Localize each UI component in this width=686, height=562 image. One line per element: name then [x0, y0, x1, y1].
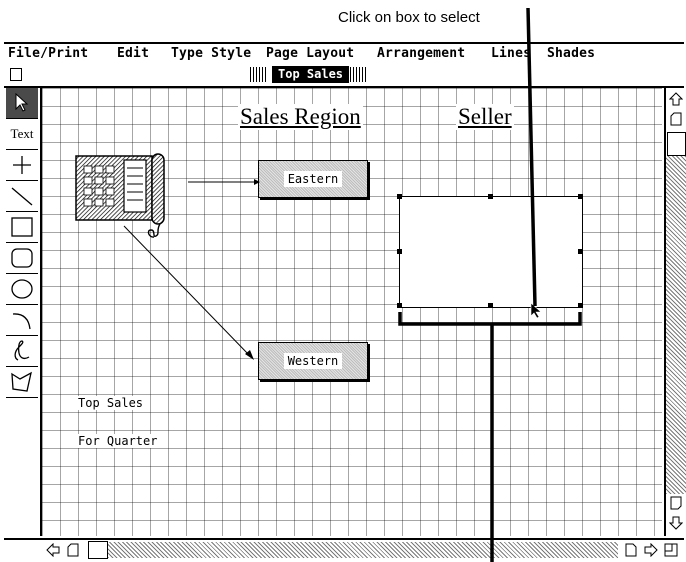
horizontal-scrollbar[interactable] — [4, 538, 684, 560]
freehand-tool[interactable] — [6, 336, 38, 367]
vertical-scroll-thumb[interactable] — [667, 132, 686, 156]
horizontal-scroll-track[interactable] — [108, 542, 618, 558]
arrow-to-western — [123, 225, 251, 357]
vertical-scrollbar[interactable] — [664, 88, 686, 536]
window-title: Top Sales — [272, 66, 350, 83]
page-icon[interactable] — [622, 541, 640, 558]
horizontal-scroll-thumb[interactable] — [88, 541, 108, 559]
connector-arrows — [123, 179, 260, 360]
menu-bar: File/Print Edit Type Style Page Layout A… — [4, 42, 684, 66]
title-bar-stripes-right — [350, 67, 366, 82]
close-box-icon[interactable] — [10, 68, 22, 81]
menu-type-style[interactable]: Type Style — [171, 46, 252, 61]
page-icon[interactable] — [64, 541, 82, 558]
page-icon[interactable] — [667, 494, 684, 512]
rounded-rectangle-icon — [11, 248, 33, 268]
text-tool-label: Text — [10, 126, 34, 141]
arc-tool[interactable] — [6, 305, 38, 336]
vertical-scroll-track[interactable] — [666, 156, 686, 494]
label-for-quarter[interactable]: For Quarter — [78, 434, 158, 448]
tool-palette: Text — [4, 88, 42, 536]
rectangle-icon — [11, 217, 33, 237]
selection-handle[interactable] — [578, 303, 583, 308]
rectangle-tool[interactable] — [6, 212, 38, 243]
page-icon[interactable] — [667, 110, 684, 128]
mouse-cursor-icon — [530, 302, 542, 319]
cross-tool[interactable] — [6, 150, 38, 181]
selection-handle[interactable] — [488, 194, 493, 199]
menu-edit[interactable]: Edit — [117, 46, 150, 61]
rounded-rectangle-tool[interactable] — [6, 243, 38, 274]
oval-tool[interactable] — [6, 274, 38, 305]
box-western-label: Western — [283, 353, 343, 369]
heading-sales-region[interactable]: Sales Region — [238, 104, 363, 130]
box-eastern[interactable]: Eastern — [258, 160, 368, 198]
polygon-tool[interactable] — [6, 367, 38, 398]
window-title-bar[interactable]: Top Sales — [4, 64, 684, 88]
selection-handle[interactable] — [578, 194, 583, 199]
heading-seller[interactable]: Seller — [456, 104, 514, 130]
arrowhead-western — [245, 350, 254, 360]
menu-arrangement[interactable]: Arrangement — [377, 46, 466, 61]
arc-icon — [12, 313, 31, 330]
arrow-pointer-icon — [15, 93, 29, 112]
selection-handle[interactable] — [578, 249, 583, 254]
menu-shades[interactable]: Shades — [547, 46, 596, 61]
polygon-icon — [11, 371, 32, 392]
title-bar-stripes-left — [250, 67, 266, 82]
diagonal-line-icon — [11, 187, 33, 206]
selection-handle[interactable] — [488, 303, 493, 308]
selection-handle[interactable] — [397, 249, 402, 254]
pointer-tool[interactable] — [6, 88, 38, 119]
size-box-icon[interactable] — [662, 541, 680, 558]
selected-seller-box[interactable] — [397, 194, 583, 308]
telephone-icon[interactable] — [72, 150, 192, 240]
selection-handle[interactable] — [397, 303, 402, 308]
scroll-left-arrow-icon[interactable] — [44, 541, 62, 558]
scroll-up-arrow-icon[interactable] — [667, 90, 684, 108]
oval-icon — [11, 279, 33, 299]
box-western[interactable]: Western — [258, 342, 368, 380]
selection-handle[interactable] — [397, 194, 402, 199]
menu-lines[interactable]: Lines — [491, 46, 532, 61]
line-tool[interactable] — [6, 181, 38, 212]
scroll-right-arrow-icon[interactable] — [642, 541, 660, 558]
text-tool[interactable]: Text — [6, 119, 38, 150]
box-eastern-label: Eastern — [283, 171, 343, 187]
callout-instruction: Click on box to select — [338, 9, 480, 26]
menu-file-print[interactable]: File/Print — [8, 46, 89, 61]
freehand-icon — [14, 340, 30, 361]
crosshair-icon — [13, 156, 31, 174]
menu-page-layout[interactable]: Page Layout — [266, 46, 355, 61]
scroll-down-arrow-icon[interactable] — [667, 514, 684, 532]
label-top-sales[interactable]: Top Sales — [78, 396, 144, 410]
arrowhead-eastern — [254, 179, 260, 185]
drawing-canvas[interactable]: Sales Region Seller — [42, 88, 662, 536]
